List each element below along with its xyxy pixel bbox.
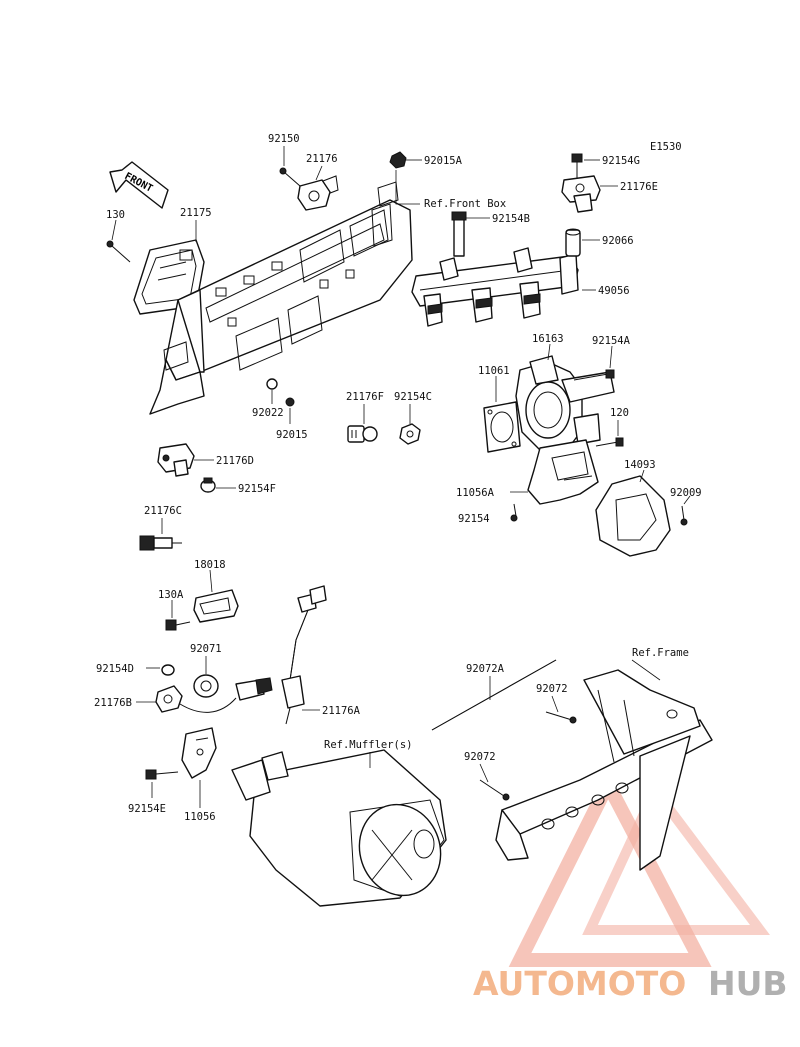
label-21176c: 21176C	[144, 505, 182, 517]
part-labels: E1530 92150 21176 92015A 92154G 21176E 1…	[94, 133, 702, 823]
label-21176d: 21176D	[216, 455, 254, 467]
lead-14093	[639, 469, 645, 483]
injector-1	[423, 293, 443, 327]
fuel-rail-49056	[411, 247, 579, 327]
sensor-21176b	[155, 677, 273, 713]
bolt-92154b	[451, 211, 467, 257]
label-14093: 14093	[624, 459, 656, 471]
lead-92009	[683, 495, 691, 505]
bolt-130	[106, 240, 131, 263]
label-92154b: 92154B	[492, 213, 530, 225]
label-ref-frame: Ref.Frame	[632, 647, 689, 659]
label-21176: 21176	[306, 153, 338, 165]
nut-92154c	[399, 423, 421, 445]
lead-92154a	[609, 345, 613, 369]
label-92009: 92009	[670, 487, 702, 499]
label-92154a: 92154A	[592, 335, 631, 347]
bolt-92154g	[571, 153, 583, 178]
label-92066: 92066	[602, 235, 634, 247]
sensor-21176c	[139, 535, 182, 551]
label-92022: 92022	[252, 407, 284, 419]
label-11056: 11056	[184, 811, 216, 823]
label-92071: 92071	[190, 643, 222, 655]
label-92015: 92015	[276, 429, 308, 441]
bracket-11056a	[527, 439, 599, 505]
label-92154e: 92154E	[128, 803, 166, 815]
sensor-21176d	[157, 443, 195, 477]
lead-18018	[209, 569, 213, 593]
screw-92009	[680, 505, 688, 526]
sensor-21176	[297, 179, 331, 211]
label-ref-mufflers: Ref.Muffler(s)	[324, 739, 413, 751]
label-21176a: 21176A	[322, 705, 361, 717]
lead-92072-bottom	[479, 763, 489, 783]
muffler	[231, 749, 447, 907]
watermark-logo-triangle	[508, 768, 770, 967]
label-92072a: 92072A	[466, 663, 505, 675]
label-11056a: 11056A	[456, 487, 495, 499]
bolt-92154a	[573, 369, 615, 381]
lead-92072-top	[551, 695, 559, 713]
label-16163: 16163	[532, 333, 564, 345]
bracket-11056	[181, 727, 217, 779]
bolt-92154e	[145, 769, 179, 780]
lead-16163	[547, 343, 551, 361]
gasket-11061	[483, 401, 521, 453]
label-92154g: 92154G	[602, 155, 640, 167]
label-120: 120	[610, 407, 629, 419]
frame	[495, 669, 713, 871]
lead-21176	[315, 165, 323, 181]
injector-2	[471, 287, 493, 323]
injector-3	[519, 281, 541, 319]
label-92154d: 92154D	[96, 663, 134, 675]
nut-92015a	[389, 151, 407, 169]
label-49056: 49056	[598, 285, 630, 297]
washer-92154d	[161, 664, 175, 676]
front-direction-arrow: FRONT	[109, 161, 169, 209]
label-ref-front-box: Ref.Front Box	[424, 198, 506, 210]
bolt-92150	[279, 167, 301, 187]
bolt-92154f	[200, 477, 216, 493]
label-18018: 18018	[194, 559, 226, 571]
label-21176f: 21176F	[346, 391, 384, 403]
cap-92066	[565, 228, 581, 257]
bolt-120	[595, 437, 624, 447]
lead-ref-frame	[631, 659, 661, 681]
label-21175: 21175	[180, 207, 212, 219]
label-92150: 92150	[268, 133, 300, 145]
cover-18018	[193, 589, 239, 623]
nut-92022	[266, 378, 278, 390]
grommet-92071	[193, 674, 219, 698]
watermark: AUTOMOTO HUB	[473, 768, 788, 1003]
label-92015a: 92015A	[424, 155, 463, 167]
bolt-130a	[165, 619, 191, 631]
label-92154c: 92154C	[394, 391, 432, 403]
sensor-21176f	[347, 425, 378, 443]
label-130a: 130A	[158, 589, 184, 601]
label-21176e: 21176E	[620, 181, 658, 193]
label-92072-top: 92072	[536, 683, 568, 695]
label-11061: 11061	[478, 365, 510, 377]
label-92154f: 92154F	[238, 483, 276, 495]
label-92154: 92154	[458, 513, 490, 525]
o2-sensor-21176a	[281, 585, 327, 725]
lead-130	[111, 219, 117, 241]
cover-14093	[595, 475, 671, 557]
tie-92072-bottom	[479, 779, 510, 801]
sensor-21176e	[561, 175, 601, 213]
bolt-92154	[510, 503, 518, 522]
watermark-text-automoto: AUTOMOTO	[473, 964, 686, 1003]
throttle-body-16163	[515, 355, 615, 451]
tie-92072a	[431, 659, 557, 731]
label-21176b: 21176B	[94, 697, 132, 709]
tie-92072-top	[545, 711, 577, 724]
label-130: 130	[106, 209, 125, 221]
lead-ref-front-box	[395, 190, 420, 205]
label-92072-bottom: 92072	[464, 751, 496, 763]
nut-92015	[285, 397, 295, 407]
front-box-bracket	[149, 175, 413, 415]
watermark-text-hub: HUB	[708, 964, 788, 1003]
label-diagram-code: E1530	[650, 141, 682, 153]
